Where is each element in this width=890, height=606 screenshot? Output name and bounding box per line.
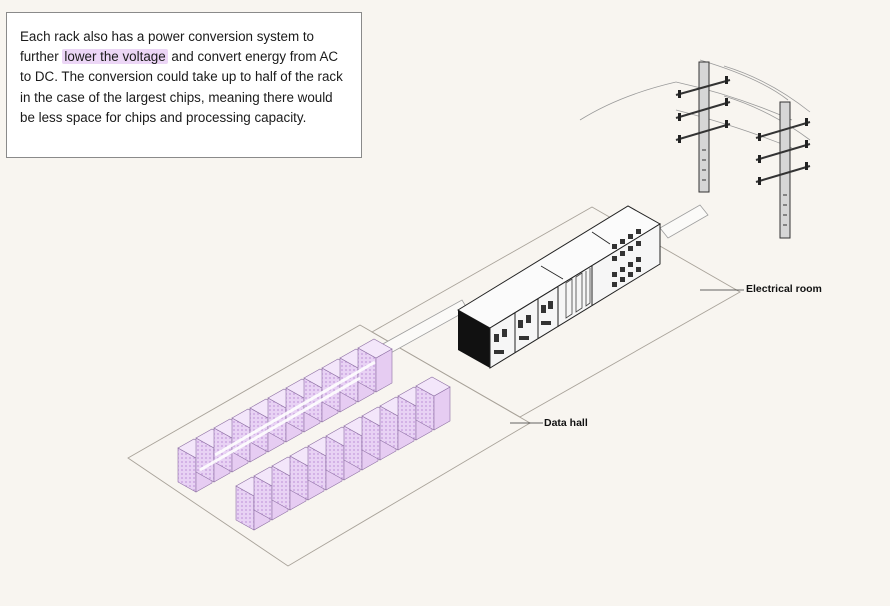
server-rack-icon bbox=[357, 338, 393, 393]
info-callout: Each rack also has a power conversion sy… bbox=[6, 12, 362, 158]
utility-pole-icon bbox=[755, 101, 811, 239]
electrical-room-equipment bbox=[457, 205, 661, 369]
callout-text-after: and convert energy from AC to DC. The co… bbox=[20, 49, 343, 125]
leader-lines bbox=[510, 289, 744, 424]
utility-pole-icon bbox=[675, 61, 731, 193]
data-hall-label: Data hall bbox=[544, 417, 588, 429]
callout-highlight: lower the voltage bbox=[62, 49, 168, 65]
electrical-room-label: Electrical room bbox=[746, 283, 822, 295]
server-racks-front-row bbox=[235, 376, 451, 531]
server-racks-back-row bbox=[177, 338, 393, 493]
rack-cabling bbox=[199, 360, 376, 472]
incoming-cable bbox=[659, 204, 709, 239]
server-rack-icon bbox=[415, 376, 451, 431]
callout-text-before: Each rack also has a power conversion sy… bbox=[20, 29, 314, 65]
